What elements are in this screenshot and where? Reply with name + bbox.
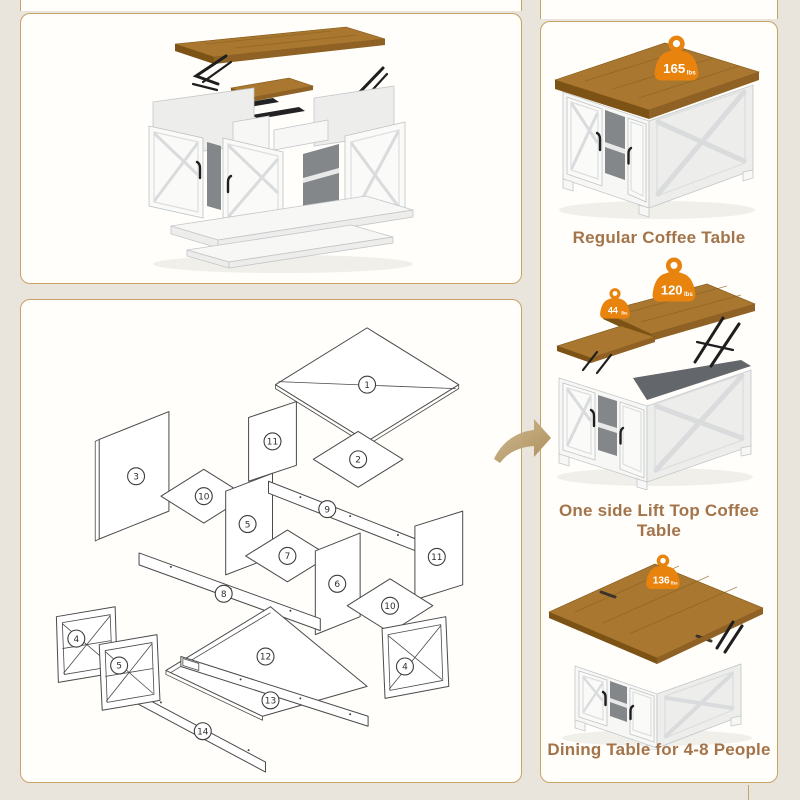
- svg-text:lbs: lbs: [671, 581, 678, 587]
- lift-top-coffee-table-image: [556, 283, 756, 490]
- product-states-panel: 165 lbs Regular Coffee Table: [540, 21, 778, 783]
- cropped-panel-below-right: [748, 785, 749, 800]
- svg-text:lbs: lbs: [684, 291, 693, 298]
- exploded-table-render: [148, 26, 414, 273]
- svg-text:5: 5: [245, 520, 251, 530]
- svg-text:120: 120: [661, 282, 683, 297]
- svg-text:lbs: lbs: [687, 70, 697, 77]
- svg-text:12: 12: [260, 653, 271, 663]
- assembly-diagram-image: 1 11 2 3 10 5 9 7 6 11 8 10 4 5 12 13 14…: [55, 327, 464, 773]
- svg-text:44: 44: [608, 306, 618, 316]
- svg-text:8: 8: [221, 590, 227, 600]
- weight-badge-icon: 120 lbs: [651, 256, 697, 305]
- assembly-diagram-panel: 1 11 2 3 10 5 9 7 6 11 8 10 4 5 12 13 14…: [20, 299, 522, 783]
- svg-text:1: 1: [364, 381, 370, 391]
- svg-text:6: 6: [334, 580, 340, 590]
- figure-caption: Regular Coffee Table: [572, 228, 746, 247]
- dining-table-image: [548, 563, 764, 750]
- cropped-panel-above-left: [20, 0, 522, 11]
- svg-text:136: 136: [653, 575, 670, 586]
- svg-text:10: 10: [198, 492, 210, 502]
- weight-badge-icon: 136 lbs: [645, 553, 681, 592]
- svg-text:7: 7: [285, 552, 291, 562]
- svg-text:3: 3: [133, 472, 139, 482]
- svg-text:4: 4: [402, 663, 408, 673]
- exploded-view-panel: [20, 13, 522, 284]
- part-callouts: 1 11 2 3 10 5 9 7 6 11 8 10 4 5 12 13 14…: [67, 375, 446, 741]
- svg-text:10: 10: [384, 602, 396, 612]
- svg-text:lbs: lbs: [621, 311, 628, 316]
- svg-text:11: 11: [267, 438, 278, 448]
- svg-text:14: 14: [197, 727, 209, 737]
- svg-text:5: 5: [116, 662, 122, 672]
- svg-text:9: 9: [324, 505, 330, 515]
- transform-arrow-icon: [494, 419, 551, 463]
- svg-text:4: 4: [73, 635, 79, 645]
- weight-badge-icon: 165 lbs: [653, 34, 700, 84]
- svg-text:11: 11: [431, 553, 442, 563]
- svg-text:13: 13: [265, 697, 276, 707]
- figure-caption: One side Lift Top Coffee Table: [559, 501, 759, 540]
- cropped-panel-above-right: [540, 0, 778, 19]
- svg-text:2: 2: [355, 456, 361, 466]
- svg-text:165: 165: [663, 61, 686, 76]
- weight-badge-icon: 44 lbs: [599, 287, 631, 321]
- figure-caption: Dining Table for 4-8 People: [547, 740, 771, 759]
